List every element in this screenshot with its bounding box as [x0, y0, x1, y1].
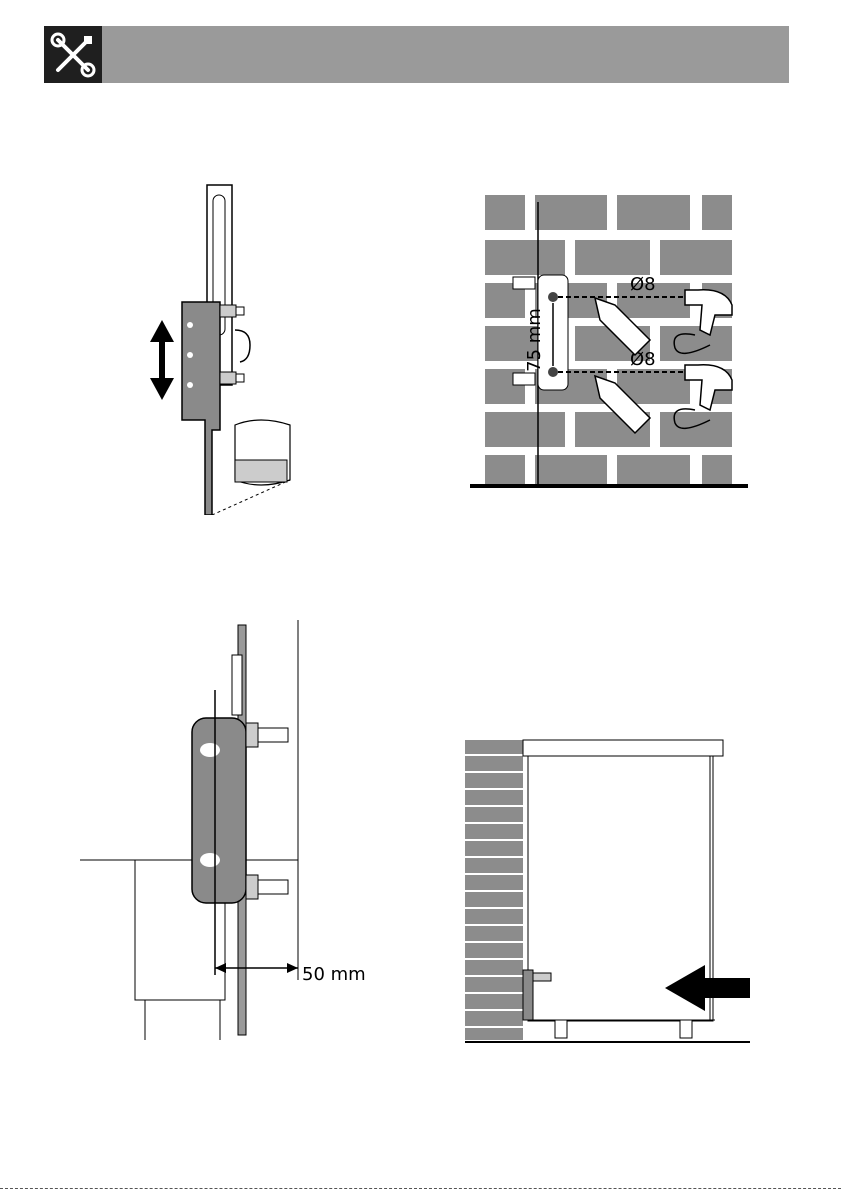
hole-diameter-top-label: Ø8 — [630, 274, 656, 295]
hole-spacing-label: 75 mm — [524, 308, 545, 372]
clearance-distance-label: 50 mm — [302, 964, 366, 985]
clearance-figure: 50 mm — [70, 620, 370, 1040]
up-down-arrow-icon — [150, 320, 174, 400]
wall-drilling-figure: 75 mm Ø8 Ø8 — [470, 180, 750, 500]
appliance-push-figure — [460, 730, 760, 1050]
bracket-adjustment-figure — [150, 180, 300, 515]
section-header-bar — [44, 26, 789, 83]
page-bottom-rule — [0, 1188, 841, 1189]
wrench-screwdriver-icon — [44, 26, 102, 83]
